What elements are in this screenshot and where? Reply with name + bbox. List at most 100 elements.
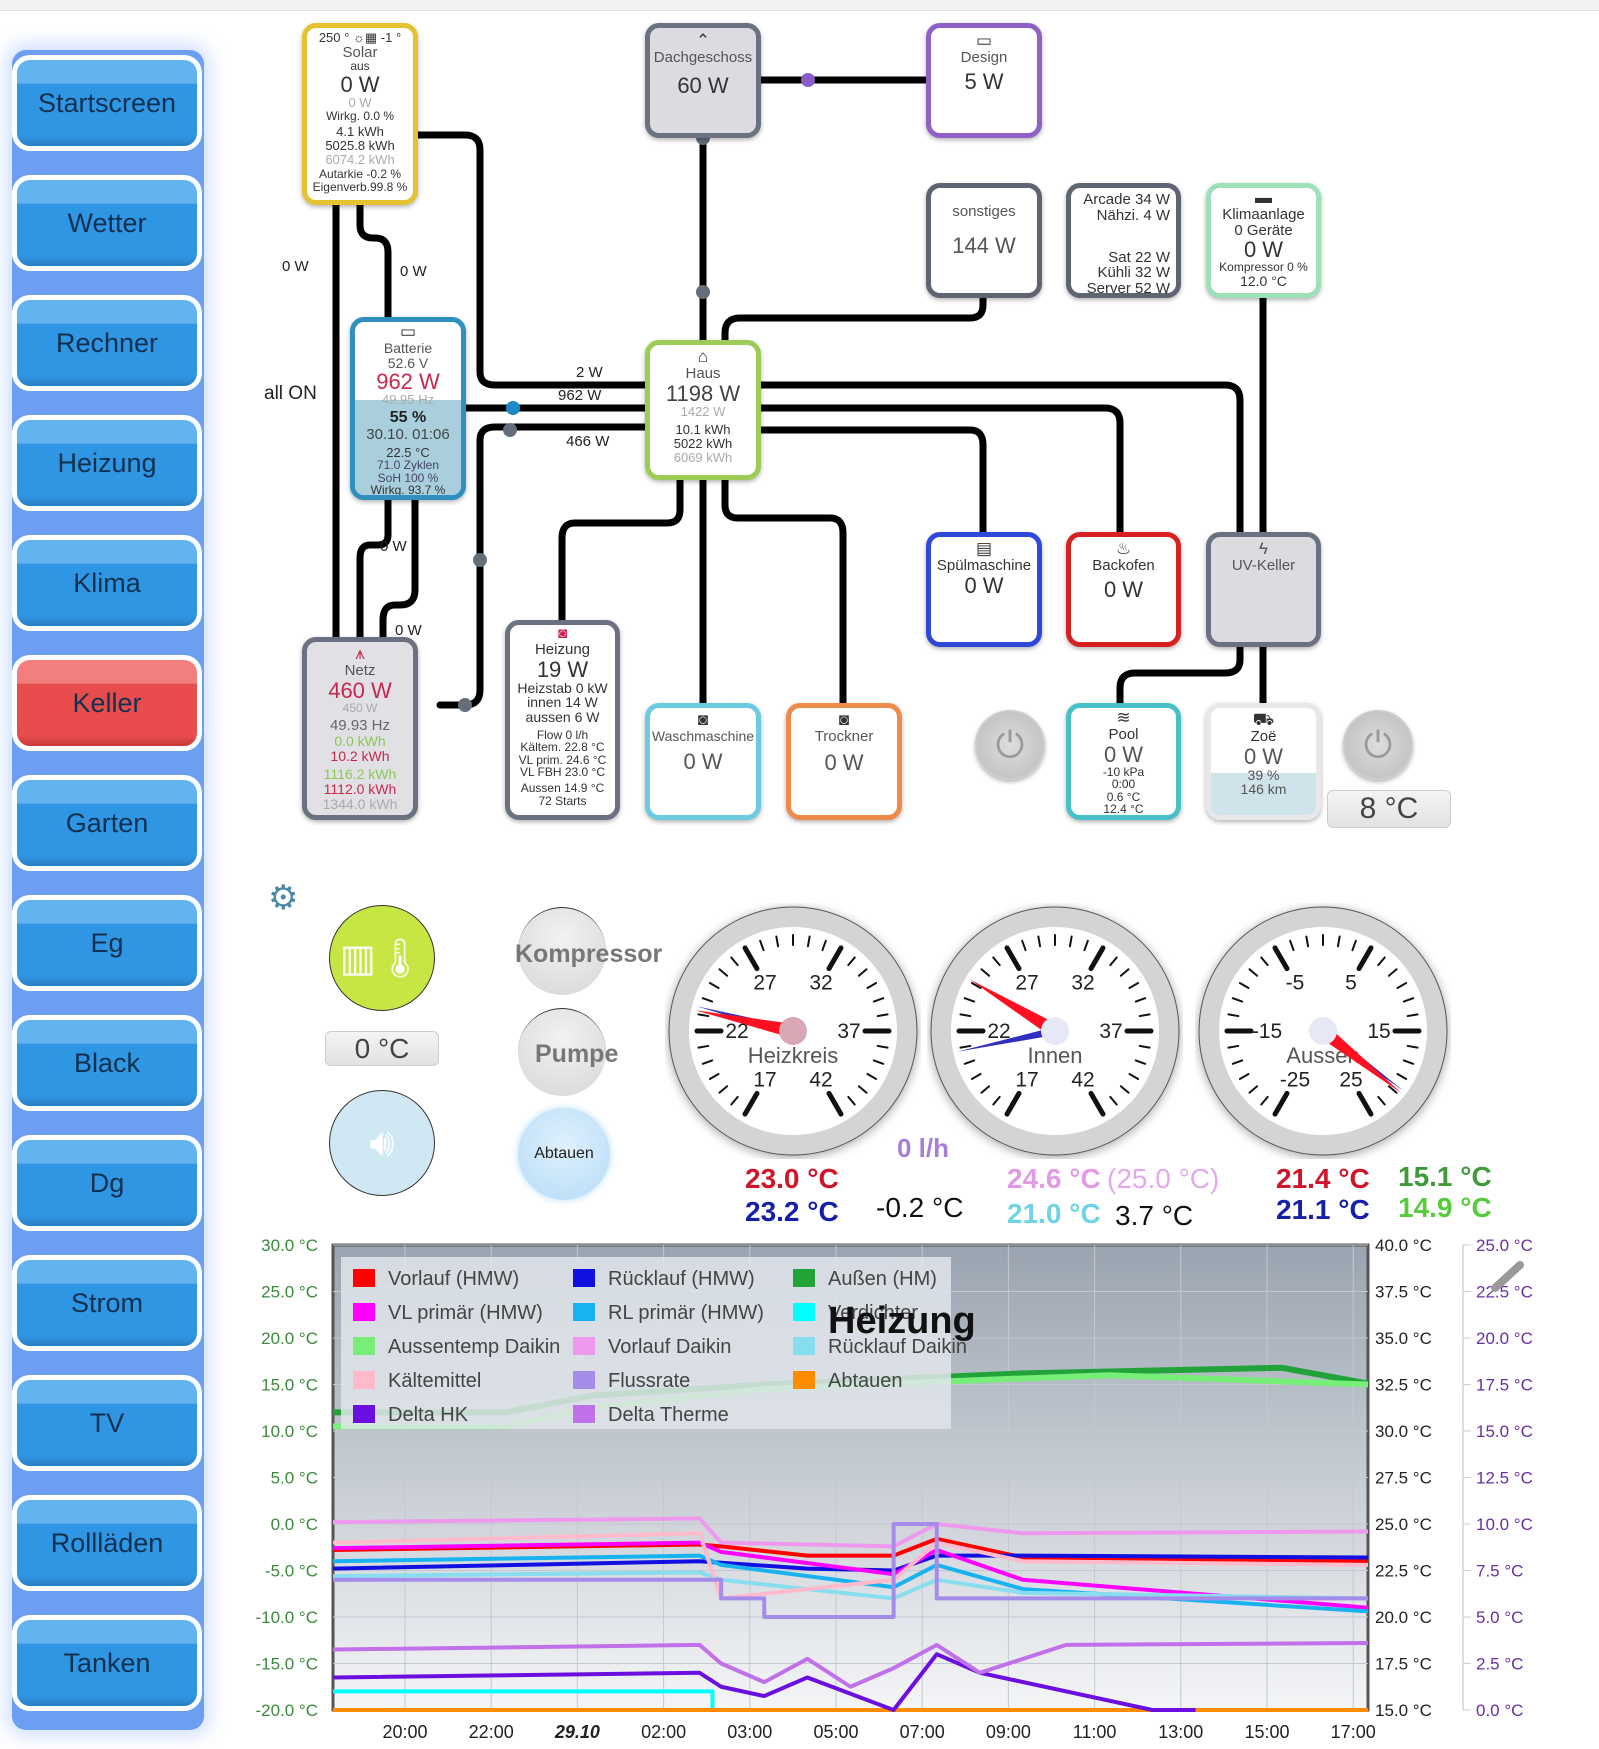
legend-swatch: [353, 1269, 375, 1287]
sidebar-item-dg[interactable]: Dg: [12, 1135, 202, 1231]
line-haus-uv: [756, 381, 1244, 539]
gauge-hub: [1041, 1017, 1069, 1045]
spuelmaschine-box[interactable]: ▤ Spülmaschine 0 W: [926, 532, 1042, 647]
gauge-needle: [1318, 1025, 1402, 1094]
solar-elevation: -1 °: [380, 30, 402, 45]
zoe-title: Zoë: [1250, 727, 1277, 745]
gauge-tick: [826, 945, 844, 972]
pool-box[interactable]: ≋ Pool 0 W -10 kPa 0:00 0.6 °C 12.4 °C: [1066, 703, 1181, 820]
haus-title: Haus: [685, 364, 721, 382]
spuel-title: Spülmaschine: [936, 556, 1032, 574]
sidebar-item-strom[interactable]: Strom: [12, 1255, 202, 1351]
wasch-title: Waschmaschine: [651, 727, 755, 744]
flow-dot-netz: [503, 423, 517, 437]
battery-title: Batterie: [383, 339, 433, 356]
zoe-soc-fill: [1211, 773, 1316, 815]
chart-y-right-tick: 17.5 °C: [1476, 1376, 1533, 1395]
sidebar-item-black[interactable]: Black: [12, 1015, 202, 1111]
chart-x-tick: 13:00: [1158, 1722, 1203, 1742]
solar-eigenverb: Eigenverb.99.8 %: [312, 179, 408, 194]
line-sonstiges-haus: [721, 294, 987, 349]
sound-button[interactable]: 🔊︎: [329, 1090, 435, 1196]
waschmaschine-box[interactable]: ◙ Waschmaschine 0 W: [645, 703, 761, 820]
dachgeschoss-box[interactable]: ⌃ Dachgeschoss 60 W: [645, 23, 761, 138]
flow-dot-dach-2: [696, 285, 710, 299]
label-962w: 962 W: [558, 387, 602, 404]
netz-box[interactable]: ⩚ Netz 460 W 450 W 49.93 Hz 0.0 kWh 10.2…: [302, 637, 418, 820]
haus-box[interactable]: ⌂ Haus 1198 W 1422 W 10.1 kWh 5022 kWh 6…: [645, 340, 761, 480]
gauge-tick: [963, 997, 976, 1003]
gauge-tick: [742, 945, 760, 972]
sidebar-item-tanken[interactable]: Tanken: [12, 1615, 202, 1711]
zoe-power-button[interactable]: ⏻: [1343, 710, 1413, 780]
trockner-box[interactable]: ◙ Trockner 0 W: [786, 703, 902, 820]
label-bat-down: 0 W: [380, 538, 407, 555]
chart-y-right-tick: 22.5 °C: [1476, 1283, 1533, 1302]
backofen-box[interactable]: ♨ Backofen 0 W: [1066, 532, 1181, 647]
misc-naehzi: Nähzi. 4 W: [1096, 206, 1170, 224]
sidebar-item-startscreen[interactable]: Startscreen: [12, 55, 202, 151]
settings-gear-icon[interactable]: ⚙: [268, 879, 299, 917]
legend-swatch: [793, 1371, 815, 1389]
solar-autarkie: Autarkie -0.2 %: [318, 167, 402, 182]
sidebar-item-klima[interactable]: Klima: [12, 535, 202, 631]
misc-consumers-box[interactable]: Arcade 34 W Nähzi. 4 W Sat 22 W Kühli 32…: [1066, 183, 1181, 298]
car-icon: ⛟: [1252, 710, 1275, 729]
sidebar-item-wetter[interactable]: Wetter: [12, 175, 202, 271]
chart-x-tick: 22:00: [469, 1722, 514, 1742]
battery-zyklen: 71.0 Zyklen: [376, 458, 440, 473]
solar-title: Solar: [342, 43, 378, 61]
legend-label: RL primär (HMW): [608, 1302, 764, 1324]
heizung-vlprim: VL prim. 24.6 °C: [518, 752, 607, 767]
chart-y-mid-tick: 32.5 °C: [1375, 1376, 1432, 1395]
sidebar-item-heizung[interactable]: Heizung: [12, 415, 202, 511]
gauge-hub: [779, 1017, 807, 1045]
chart-y-mid-tick: 20.0 °C: [1375, 1608, 1432, 1627]
gauge-tick: [959, 1044, 972, 1049]
sidebar-item-eg[interactable]: Eg: [12, 895, 202, 991]
klima-box[interactable]: ▬ Klimaanlage 0 Geräte 0 W Kompressor 0 …: [1206, 183, 1321, 298]
solar-today: 4.1 kWh: [336, 124, 384, 140]
sonstiges-box[interactable]: sonstiges 144 W: [926, 183, 1042, 298]
sidebar-item-tv[interactable]: TV: [12, 1375, 202, 1471]
pool-power: 0 W: [1103, 741, 1144, 767]
sidebar-item-garten[interactable]: Garten: [12, 775, 202, 871]
gauge-tick: [876, 1013, 889, 1018]
gauge-tick: [697, 1044, 710, 1049]
air-conditioner-icon: ▬: [1255, 188, 1272, 207]
netz-draw-total: 1112.0 kWh: [323, 781, 397, 798]
chart-x-tick: 20:00: [382, 1722, 427, 1742]
battery-box[interactable]: ▭ Batterie 52.6 V 962 W 49.95 Hz 55 % 30…: [350, 317, 466, 500]
uv-keller-box[interactable]: ϟ UV-Keller: [1206, 532, 1321, 647]
gauge-tick: [963, 1059, 976, 1065]
heizung-box[interactable]: ◙ Heizung 19 W Heizstab 0 kW innen 14 W …: [505, 620, 620, 820]
zoe-box[interactable]: ⛟ Zoë 0 W 39 % 146 km: [1206, 703, 1321, 820]
line-solar-battery: [356, 201, 392, 324]
chart-x-tick: 29.10: [554, 1722, 600, 1742]
edit-pencil-icon[interactable]: [1491, 1261, 1524, 1292]
gauge-tick: [1134, 997, 1147, 1003]
kompressor-indicator: [518, 907, 606, 995]
design-box[interactable]: ▭ Design 5 W: [926, 23, 1042, 138]
gauge-tick: [1238, 982, 1250, 989]
dach-power: 60 W: [677, 72, 729, 98]
legend-label: Vorlauf (HMW): [388, 1268, 519, 1290]
solar-power-2: 0 W: [348, 95, 372, 111]
gauge-tick: [826, 1090, 844, 1117]
haus-total-2: 6069 kWh: [673, 449, 733, 465]
line-haus-backofen: [756, 404, 1124, 539]
legend-label: Abtauen: [828, 1370, 903, 1392]
solar-box[interactable]: 250 ° ☼▦ -1 ° Solar aus 0 W 0 W Wirkg. 0…: [302, 23, 418, 205]
gauge-tick: [742, 1090, 760, 1117]
line-haus-heizung: [558, 474, 684, 626]
sidebar-item-keller[interactable]: Keller: [12, 655, 202, 751]
pool-power-button[interactable]: ⏻: [975, 710, 1045, 780]
sidebar-item-rechner[interactable]: Rechner: [12, 295, 202, 391]
gauge-tick: [992, 956, 1001, 967]
gauge-tick: [1396, 982, 1408, 989]
heating-mode-button[interactable]: ▥🌡: [329, 905, 435, 1011]
sidebar-item-rolll-den[interactable]: Rollläden: [12, 1495, 202, 1591]
legend-swatch: [353, 1405, 375, 1423]
abtauen-indicator: Abtauen: [518, 1108, 610, 1200]
